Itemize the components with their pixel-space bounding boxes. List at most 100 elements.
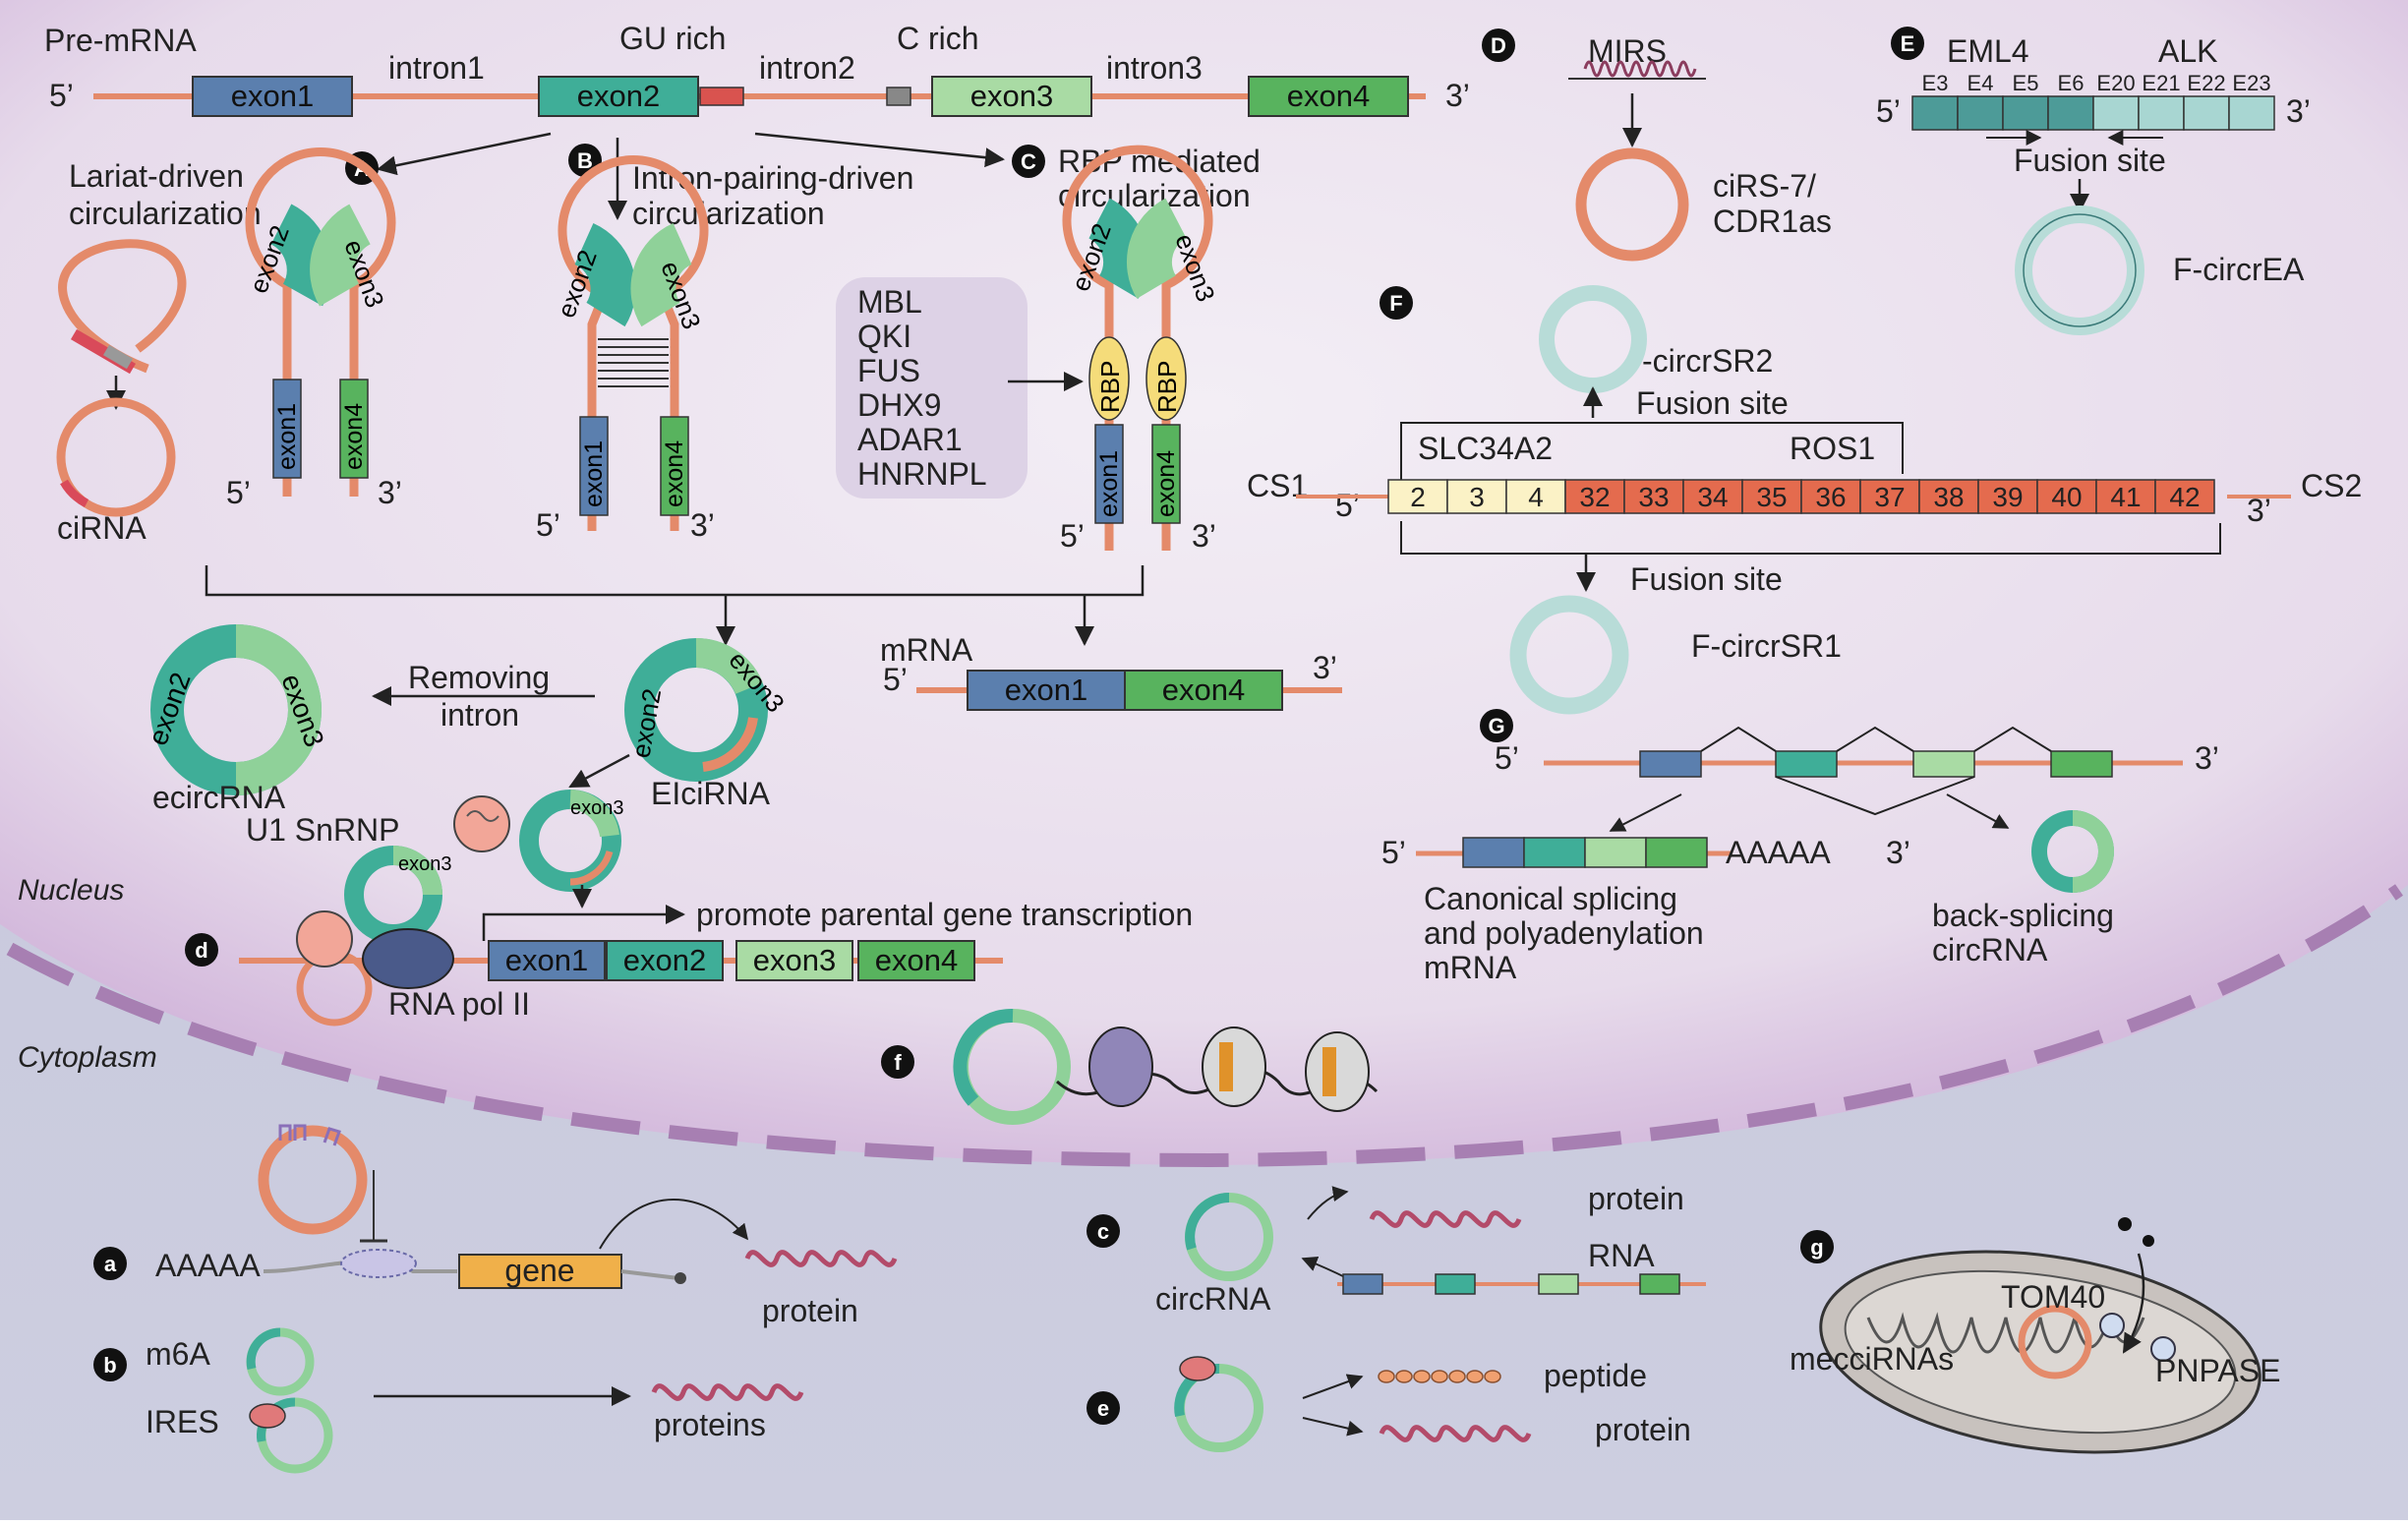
exon4-label: exon4	[1287, 79, 1370, 113]
slc-ros-exon-label: 33	[1638, 482, 1669, 512]
svg-text:f: f	[894, 1050, 902, 1075]
exon3-block	[931, 76, 1092, 117]
cirs7-label: ciRS-7/	[1713, 168, 1816, 204]
slc-ros-exon	[1918, 479, 1979, 514]
slc-ros-exon	[1623, 479, 1684, 514]
slc-ros-exon	[1446, 479, 1507, 514]
mech-a-polya: AAAAA	[155, 1248, 261, 1283]
svg-text:g: g	[1810, 1235, 1823, 1260]
badge-D: D	[1482, 29, 1515, 62]
gu-rich-element	[699, 87, 744, 106]
svg-text:exon1: exon1	[580, 440, 608, 507]
mech-c-protein: protein	[1588, 1181, 1684, 1216]
ribosome-icon	[249, 1403, 286, 1429]
svg-text:5’: 5’	[1335, 488, 1360, 523]
slc-ros-exon-label: 32	[1579, 482, 1610, 512]
path-a-title-2: circularization	[69, 196, 262, 231]
poly-a-label: AAAAA	[1726, 835, 1831, 870]
intron-label: intron	[440, 697, 519, 733]
badge-E: E	[1891, 27, 1924, 60]
section-d-sponge: MIRS ciRS-7/ CDR1as	[1568, 33, 1832, 262]
section-b-translation: b m6A IRES proteins	[93, 1327, 804, 1474]
fusion-site-bottom-label: Fusion site	[1630, 561, 1783, 597]
gu-rich-label: GU rich	[619, 21, 726, 56]
rbp-adar1: ADAR1	[857, 422, 963, 457]
mech-a-circrna	[258, 1125, 368, 1235]
mrna-title: mRNA	[880, 632, 973, 668]
eml-alk-segment-label: E6	[2058, 71, 2085, 95]
svg-text:exon3: exon3	[570, 797, 624, 819]
rbp-right	[1145, 336, 1187, 421]
elcirna-label: EIciRNA	[651, 776, 771, 811]
svg-text:3’: 3’	[378, 475, 402, 510]
section-f-slc-ros: -circrSR2 Fusion site SLC34A2 ROS1 CS1 5…	[1247, 285, 2362, 715]
svg-text:D: D	[1491, 33, 1506, 58]
three-prime-label: 3’	[1445, 78, 1470, 113]
slc-ros-exon-label: 41	[2110, 482, 2141, 512]
eml-alk-segment	[2183, 95, 2230, 131]
slc-ros-exon-label: 35	[1756, 482, 1787, 512]
eml-alk-segment-label: E20	[2096, 71, 2135, 95]
gene-label: gene	[504, 1253, 574, 1288]
c-rich-label: C rich	[897, 21, 979, 56]
f-circrsr1-ring	[1509, 595, 1629, 715]
circrsr2-label: -circrSR2	[1642, 343, 1773, 379]
ros1-label: ROS1	[1790, 431, 1875, 466]
rbp-mbl: MBL	[857, 284, 922, 320]
badge-C: C	[1012, 145, 1045, 178]
svg-text:E: E	[1901, 31, 1915, 56]
slc-ros-exon-label: 38	[1933, 482, 1964, 512]
badge-d: d	[185, 933, 218, 967]
svg-text:a: a	[104, 1252, 117, 1276]
slc-ros-exon	[1505, 479, 1566, 514]
svg-text:3’: 3’	[2286, 93, 2311, 129]
path-a-title-1: Lariat-driven	[69, 158, 244, 194]
mech-c-rna: RNA	[1588, 1238, 1655, 1273]
rbp-qki: QKI	[857, 319, 911, 354]
svg-text:C: C	[1021, 149, 1036, 174]
nucleosome-2	[1202, 1026, 1266, 1107]
svg-text:5’: 5’	[883, 662, 908, 697]
svg-text:exon3: exon3	[398, 853, 452, 875]
slc-ros-exon-label: 3	[1469, 482, 1485, 512]
nucleus-label: Nucleus	[18, 874, 124, 907]
cs2-label: CS2	[2301, 468, 2362, 503]
rbp-hnrnpl: HNRNPL	[857, 456, 987, 492]
arrow-to-c	[754, 132, 1005, 168]
slc-ros-exon	[1682, 479, 1743, 514]
exon3-arc-a	[310, 204, 372, 307]
arrow-to-a	[377, 132, 552, 176]
exon3-arc-b	[630, 223, 693, 327]
section-g-backsplicing: 5’ 3’ 5’ AAAAA 3’ Canonical splicing and…	[1381, 726, 2219, 985]
pnpase-icon	[2150, 1336, 2176, 1362]
five-prime-label: 5’	[49, 78, 74, 113]
svg-text:exon4: exon4	[875, 943, 958, 977]
exon4-stem-c	[1151, 424, 1181, 524]
exon1-stem-b	[579, 416, 609, 516]
intron1-label: intron1	[388, 50, 485, 86]
base-pairing-lines	[598, 338, 669, 387]
path-b-title-2: circularization	[632, 196, 825, 231]
tom40-icon	[2099, 1313, 2125, 1338]
cirna-label: ciRNA	[57, 510, 147, 546]
eml-alk-segment-label: E23	[2232, 71, 2270, 95]
svg-text:G: G	[1488, 714, 1504, 738]
svg-text:exon1: exon1	[273, 403, 301, 470]
svg-text:RBP: RBP	[1152, 361, 1182, 413]
slc-ros-exon	[1564, 479, 1625, 514]
section-a-sponge: a AAAAA gene protein	[93, 1124, 898, 1328]
exon2-arc-c	[1087, 198, 1148, 299]
svg-text:e: e	[1097, 1396, 1109, 1421]
promote-transcription-label: promote parental gene transcription	[696, 897, 1193, 932]
badge-F: F	[1380, 286, 1413, 320]
exon2-arc-b	[573, 223, 636, 327]
exon4-block	[1248, 76, 1409, 117]
slc-ros-exon-label: 42	[2169, 482, 2200, 512]
svg-text:B: B	[577, 148, 593, 173]
svg-text:exon1: exon1	[505, 943, 588, 977]
eml-alk-segment-label: E4	[1968, 71, 1994, 95]
intron2-label: intron2	[759, 50, 855, 86]
